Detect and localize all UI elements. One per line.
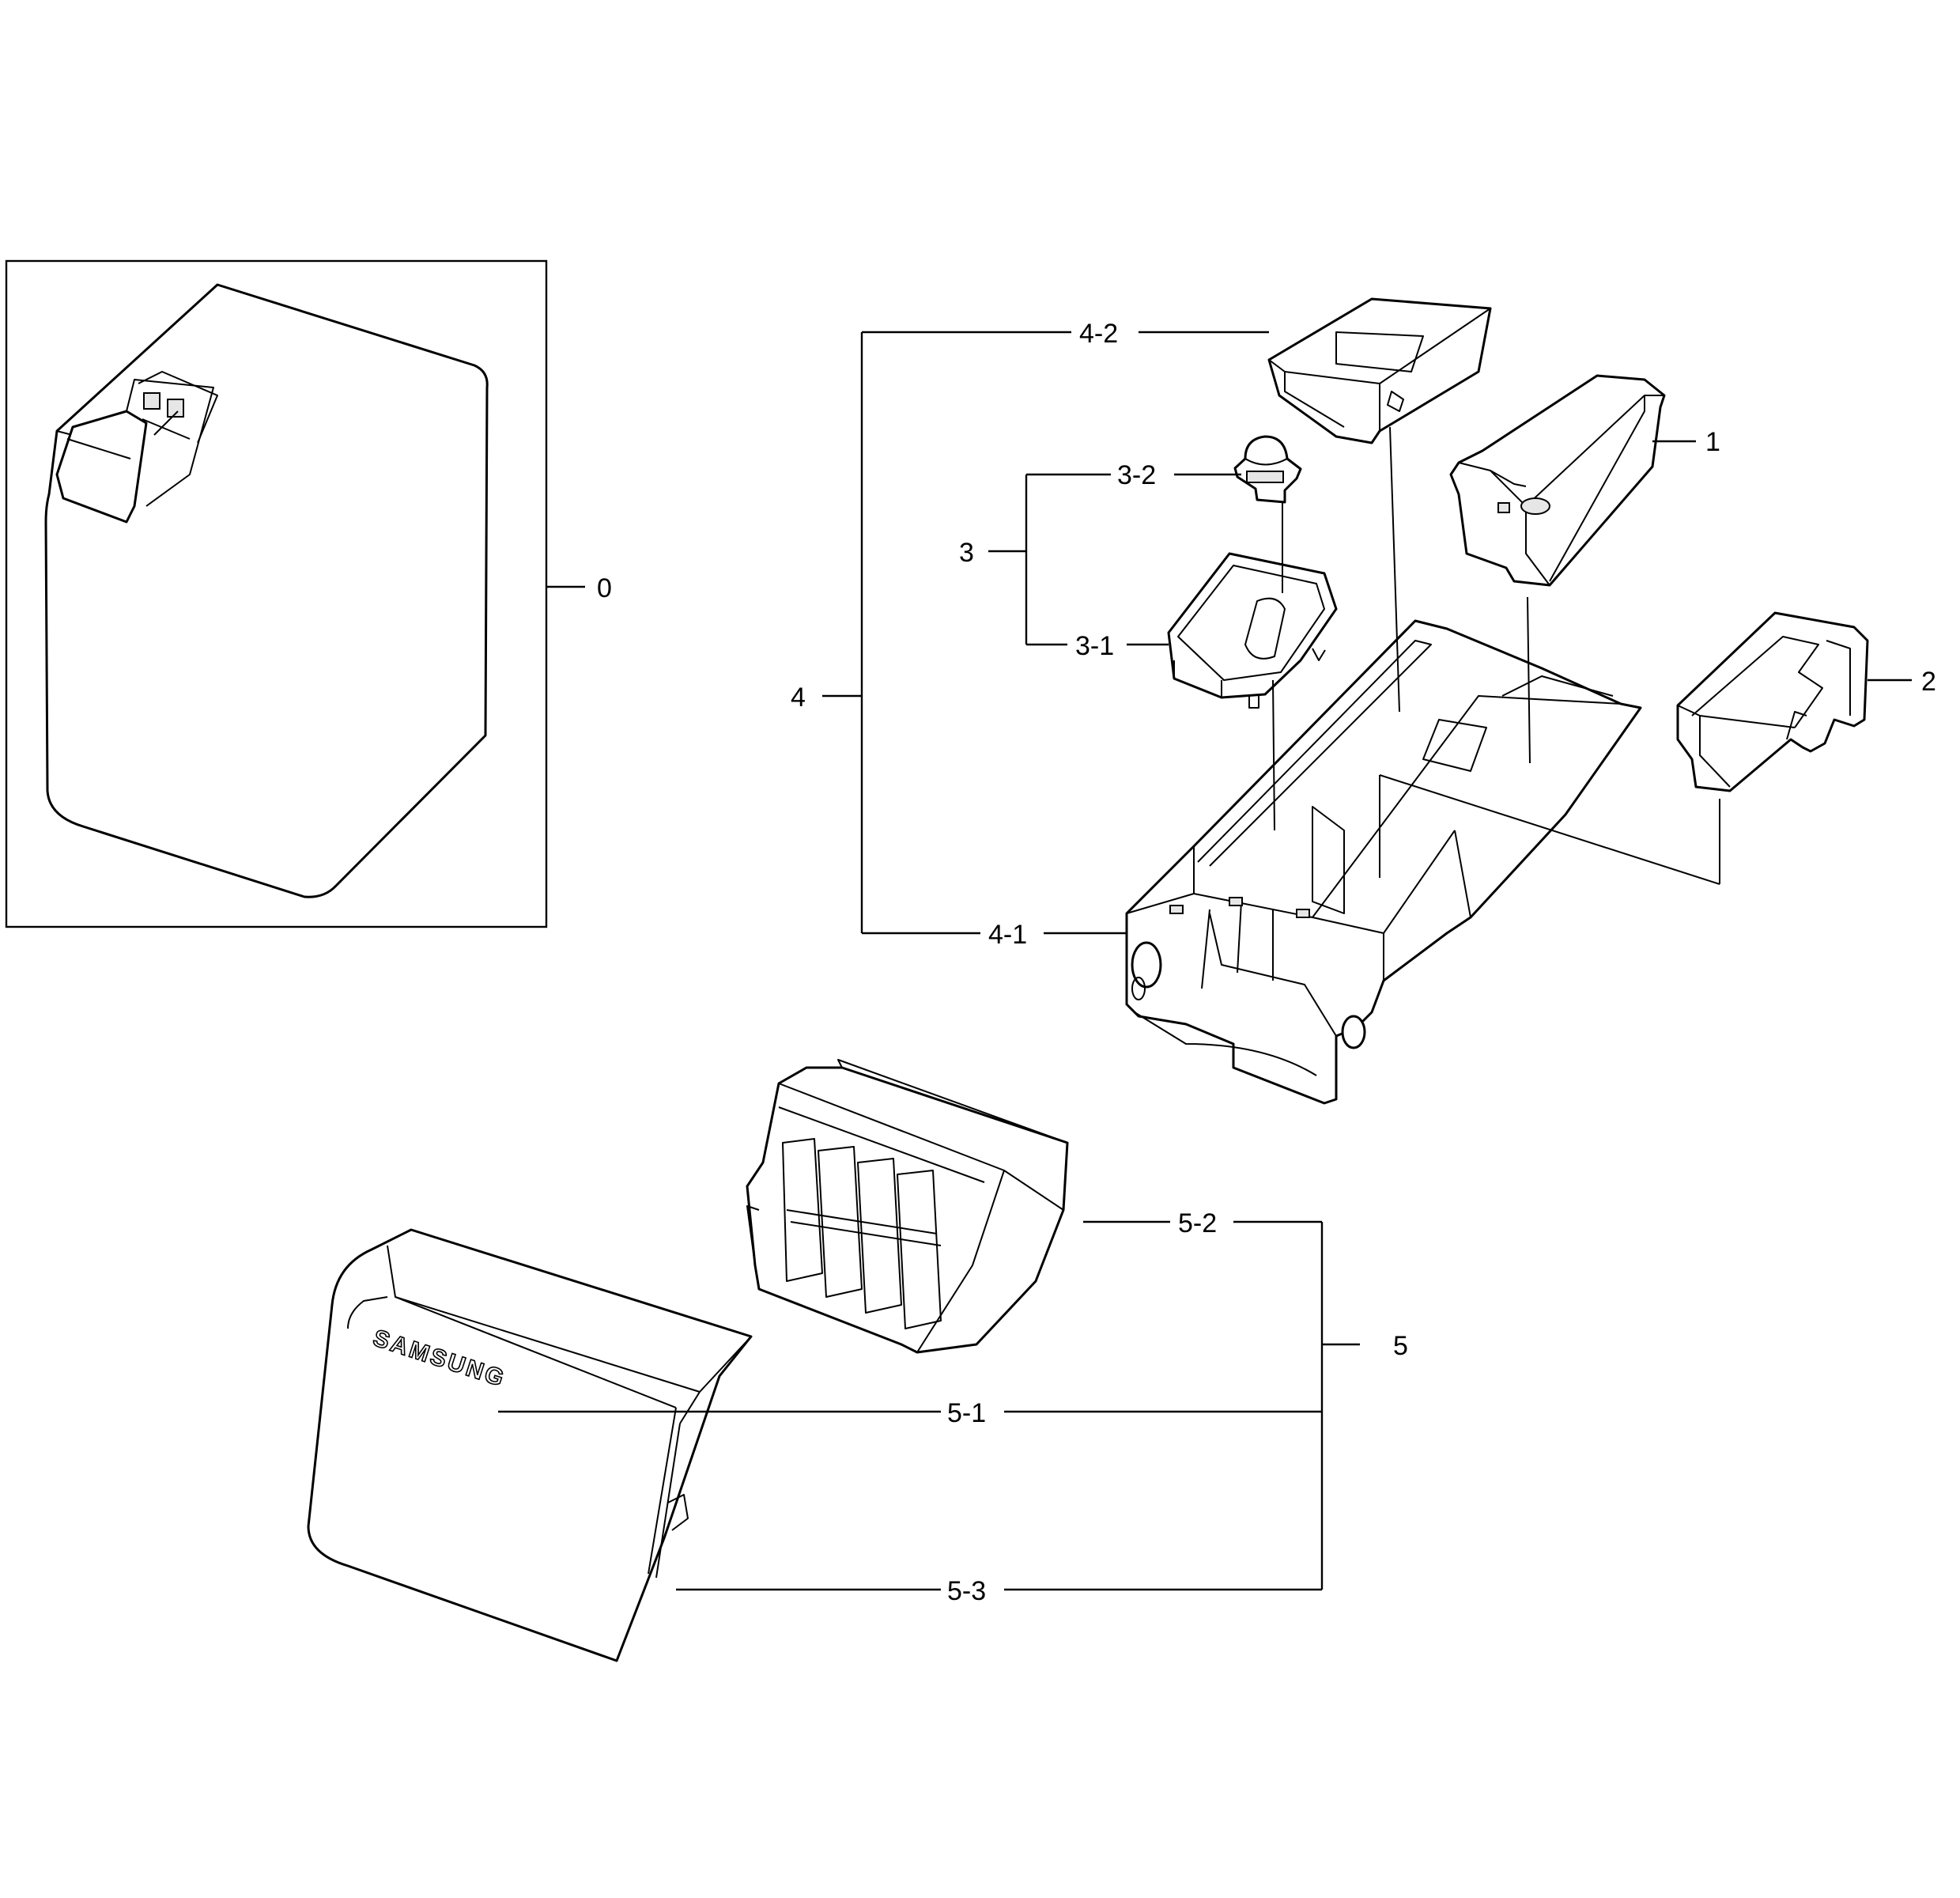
label-3-2: 3-2 bbox=[1117, 460, 1156, 490]
part-4-1-housing bbox=[1125, 619, 1642, 1105]
label-3: 3 bbox=[959, 538, 974, 568]
part-4-2-tray bbox=[1267, 297, 1492, 444]
label-5-1: 5-1 bbox=[947, 1398, 986, 1428]
part-3-2-cap bbox=[1233, 435, 1302, 504]
overview-drawer bbox=[55, 371, 218, 524]
label-3-1: 3-1 bbox=[1075, 631, 1114, 661]
label-5: 5 bbox=[1393, 1331, 1408, 1361]
label-5-2: 5-2 bbox=[1178, 1208, 1217, 1238]
label-4-2: 4-2 bbox=[1079, 319, 1118, 349]
overview-frame bbox=[5, 259, 548, 928]
label-4-1: 4-1 bbox=[988, 920, 1027, 950]
label-1: 1 bbox=[1705, 427, 1720, 457]
label-4: 4 bbox=[791, 682, 806, 713]
part-3-1-cup bbox=[1167, 552, 1338, 709]
assembly-guide-lines bbox=[1272, 426, 1720, 885]
washer-top-panel bbox=[44, 283, 489, 898]
label-0: 0 bbox=[597, 573, 612, 603]
label-5-3: 5-3 bbox=[947, 1576, 986, 1606]
part-5-2-drawer-frame bbox=[746, 1059, 1069, 1354]
label-2: 2 bbox=[1921, 667, 1936, 697]
part-1-compartment bbox=[1449, 374, 1666, 587]
part-2-compartment bbox=[1676, 611, 1869, 792]
callout-labels: 0 1 2 3 3-1 3-2 4 4-1 4-2 5 5-1 5-2 5-3 bbox=[597, 319, 1936, 1606]
assembly-overview bbox=[5, 259, 548, 928]
part-5-1-drawer-front: SAMSUNG bbox=[307, 1228, 753, 1662]
callout-lines bbox=[498, 331, 1912, 1591]
